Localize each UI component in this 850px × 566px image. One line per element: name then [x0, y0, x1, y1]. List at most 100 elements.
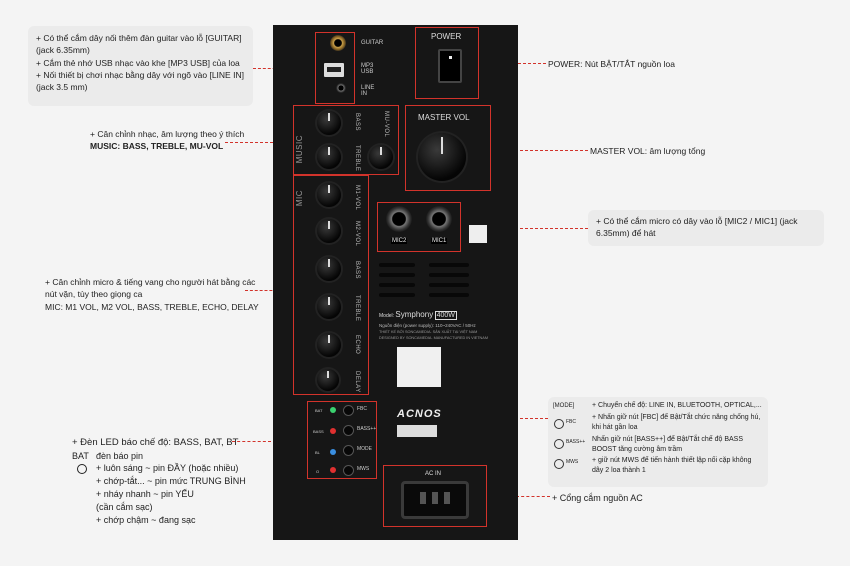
mic-controls-box: [293, 175, 369, 395]
line-in-label: LINE IN: [361, 85, 375, 97]
made-line: THIẾT KẾ BỞI SONCAMEDIA. SẢN XUẤT TẠI VI…: [379, 330, 478, 334]
input-jacks-box: [315, 32, 355, 104]
model-line: Model: Symphony 400W: [379, 310, 457, 320]
bat-led-icon: [77, 464, 87, 474]
mic2-label: MIC2: [391, 238, 408, 244]
mic-jack-callout: + Có thể cắm micro có dây vào lỗ [MIC2 /…: [588, 210, 824, 246]
speaker-panel: GUITAR MP3 USB LINE IN POWER MUSIC BASS …: [273, 25, 518, 540]
music-treble-label: TREBLE: [354, 145, 360, 172]
qr-sticker: [469, 225, 487, 243]
mic-m1-vol-knob[interactable]: [317, 183, 341, 207]
power-callout: POWER: Nút BẬT/TẮT nguồn loa: [548, 59, 675, 69]
master-vol-knob[interactable]: [418, 133, 466, 181]
mic-echo-label: ECHO: [354, 335, 360, 355]
usb-port[interactable]: [324, 63, 344, 77]
mode-icon-bass: [554, 439, 564, 449]
ac-socket[interactable]: [401, 481, 469, 519]
led-bass-label: BASS: [313, 429, 324, 434]
bat-item-3: + nháy nhanh ~ pin YẾU: [96, 488, 194, 499]
master-vol-box: [405, 105, 491, 191]
designed-line: DESIGNED BY SONCAMEDIA. MANUFACTURED IN …: [379, 336, 488, 340]
mic-treble-knob[interactable]: [317, 295, 341, 319]
music-line: + Cân chỉnh nhạc, âm lượng theo ý thích: [90, 129, 245, 139]
guitar-jack[interactable]: [330, 35, 346, 51]
bass-plus-label: BASS++: [357, 426, 377, 432]
vent-slot: [379, 263, 415, 267]
music-bass-knob[interactable]: [317, 111, 341, 135]
fbc-button[interactable]: [343, 405, 354, 416]
jacks-line-2: + Cắm thẻ nhớ USB nhạc vào khe [MP3 USB]…: [36, 57, 240, 68]
mic-echo-knob[interactable]: [317, 333, 341, 357]
mode-icon-fbc: [554, 419, 564, 429]
mic-line-3: MIC: M1 VOL, M2 VOL, BASS, TREBLE, ECHO,…: [45, 301, 259, 312]
power-switch[interactable]: [438, 49, 462, 83]
vent-slot: [379, 273, 415, 277]
model-watt: 400W: [434, 311, 457, 320]
vent-slot: [379, 283, 415, 287]
vent-slot: [429, 273, 469, 277]
jacks-callout: + Có thể cắm dây nối thêm đàn guitar vào…: [28, 26, 253, 106]
mode-line-1: + Chuyển chế độ: LINE IN, BLUETOOTH, OPT…: [592, 402, 762, 409]
mic-m1-vol-label: M1-VOL: [354, 185, 360, 211]
mic-jack-connector: [460, 228, 588, 229]
mic-delay-label: DELAY: [354, 371, 360, 393]
mode-line-2: + Nhấn giữ nút [FBC] để Bật/Tắt chức năn…: [592, 414, 761, 431]
mic-line-1: + Cân chỉnh micro & tiếng vang cho người…: [45, 277, 256, 287]
music-treble-knob[interactable]: [317, 145, 341, 169]
bass-plus-button[interactable]: [343, 425, 354, 436]
mws-button[interactable]: [343, 465, 354, 476]
led-title: + Đèn LED báo chế độ: BASS, BAT, BT: [72, 437, 239, 448]
music-controls-box: [293, 105, 399, 175]
bat-item-4: (cần cắm sạc): [96, 501, 153, 512]
mic-m2-vol-knob[interactable]: [317, 219, 341, 243]
model-prefix: Model:: [379, 313, 395, 319]
mic-connector: [245, 290, 287, 291]
mode-button[interactable]: [343, 445, 354, 456]
mic-jacks-box: [377, 202, 461, 252]
mic-bass-knob[interactable]: [317, 257, 341, 281]
ac-callout: + Cổng cắm nguồn AC: [552, 493, 643, 503]
master-connector: [490, 150, 588, 151]
music-bass-label: BASS: [354, 113, 360, 132]
music-bold: MUSIC: BASS, TREBLE, MU-VOL: [90, 141, 224, 152]
mic-callout: + Cân chỉnh micro & tiếng vang cho người…: [45, 276, 259, 313]
led-bl: [330, 449, 336, 455]
led-bass: [330, 428, 336, 434]
mode-callout: [MODE] + Chuyển chế độ: LINE IN, BLUETOO…: [548, 397, 768, 487]
mode-icon-bass-label: BASS++: [566, 439, 586, 445]
jacks-line-3: + Nối thiết bị chơi nhạc bằng dây với ng…: [36, 69, 244, 93]
bat-sub: đèn báo pin: [96, 450, 144, 461]
led-callout: + Đèn LED báo chế độ: BASS, BAT, BT BAT …: [72, 436, 246, 527]
mic-m2-vol-label: M2-VOL: [354, 221, 360, 247]
music-callout: + Cân chỉnh nhạc, âm lượng theo ý thích …: [90, 128, 244, 153]
bat-item-1: + luôn sáng ~ pin ĐẦY (hoặc nhiều): [96, 462, 239, 473]
mic-delay-knob[interactable]: [317, 369, 339, 391]
mic-jack-text: + Có thể cắm micro có dây vào lỗ [MIC2 /…: [596, 216, 798, 239]
bat-item-5: + chớp chậm ~ đang sạc: [96, 514, 196, 525]
music-mu-vol-knob[interactable]: [369, 145, 393, 169]
mic2-jack[interactable]: [386, 206, 412, 232]
led-bat-label: BAT: [315, 408, 323, 413]
line-in-jack[interactable]: [336, 83, 346, 93]
power-box: [415, 27, 479, 99]
bluetooth-sticker: [397, 425, 437, 437]
mws-label: MWS: [357, 466, 370, 472]
bat-item-2: + chớp-tắt... ~ pin mức TRUNG BÌNH: [96, 475, 246, 486]
music-mu-vol-label: MU-VOL: [383, 111, 389, 138]
mic1-label: MIC1: [431, 238, 448, 244]
jacks-line-1: + Có thể cắm dây nối thêm đàn guitar vào…: [36, 33, 242, 56]
led-bl-label: BL: [315, 450, 320, 455]
master-callout: MASTER VOL: âm lượng tổng: [590, 146, 706, 156]
mic1-jack[interactable]: [426, 206, 452, 232]
bat-label: BAT: [72, 450, 89, 461]
mic-label: MIC: [295, 190, 304, 207]
mic-treble-label: TREBLE: [354, 295, 360, 322]
mode-label: MODE: [357, 446, 372, 452]
mic-line-2: nút vặn, tùy theo giọng ca: [45, 289, 143, 300]
led-connector: [232, 441, 307, 442]
brand-logo: ACNOS: [397, 408, 442, 420]
mode-icon-mws-label: MWS: [566, 459, 579, 465]
mic-bass-label: BASS: [354, 261, 360, 280]
guitar-label: GUITAR: [361, 40, 384, 46]
ac-in-label: AC IN: [425, 471, 442, 477]
